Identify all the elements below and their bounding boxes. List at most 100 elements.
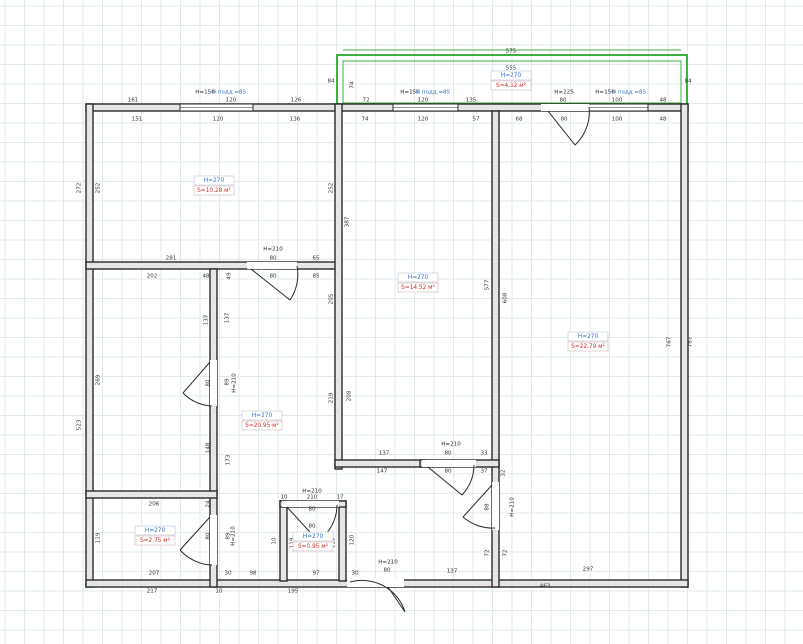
balcony-inner [342,60,682,104]
dimension-label: 206 [149,502,160,508]
dimension-label: 787 [688,336,694,347]
dimension-label: 80 [206,532,212,540]
room-area: S=0.95 м² [298,543,328,550]
wall [85,490,218,499]
room-height: H=270 [303,534,324,540]
opening-label: H=210 [263,247,283,253]
dimension-label: 80 [560,117,568,123]
dimension-label: 523 [77,419,83,430]
room-height: H=270 [501,73,522,79]
dimension-label: 97 [312,571,320,577]
dimension-label: 210 [307,495,318,501]
room-height-box [490,70,532,81]
room-height: H=270 [408,275,429,281]
room-area-box [134,535,176,546]
dimension-label: 120 [350,534,356,545]
door-swing [547,106,590,146]
door-swing [250,265,299,301]
dimension-label: 48 [659,98,667,104]
dimension-label: 80 [206,379,212,387]
wall [209,268,218,588]
opening-label: H=150 [400,90,420,96]
room-area: S=4.12 м² [496,82,526,89]
opening-label-text: H=210 [302,489,322,495]
dimension-label: 147 [377,469,388,475]
dimension-label: 126 [291,98,302,104]
door-gap [247,262,297,269]
dimension-label: 89 [226,532,232,540]
opening-label-text: H=150 [400,90,420,96]
dimension-label: 10 [280,495,288,501]
opening-label: H=210 [231,526,237,546]
dimension-label: 577 [485,279,491,290]
room-height: H=270 [578,334,599,340]
dimension-label: 80 [444,469,452,475]
dimension-label: 120 [418,98,429,104]
dimension-label: 148 [206,442,212,453]
opening-label: H=210 [510,497,516,517]
opening-label-text: H подд.=85 [416,90,451,96]
dimension-label: 205 [329,293,335,304]
dimension-label: 207 [149,571,160,577]
room-height-box [292,531,334,542]
room-area: S=20.95 м² [245,422,279,429]
room-height: H=270 [204,178,225,184]
dimension-label: 252 [96,183,102,194]
opening-label: H=210 [302,489,322,495]
opening-label-text: H=210 [510,497,516,517]
door-gap [210,360,217,406]
dimension-label: 195 [288,589,299,595]
dimension-label: 80 [308,524,316,530]
dimension-label: 110 [331,537,337,548]
dimension-label: 49 [227,272,233,280]
room-height-box [397,272,439,283]
door-swing [179,516,213,566]
dimension-label: 281 [166,256,177,262]
dimension-label: 30 [224,571,232,577]
wall [85,261,341,270]
opening-label-text: H подд.=85 [612,90,647,96]
dimension-label: 173 [226,454,232,465]
dimension-label: 161 [128,98,139,104]
opening-label: H=210 [378,560,398,566]
dimension-label: 120 [226,98,237,104]
dimension-label: 48 [202,274,210,280]
room-area-box [567,341,609,352]
door-gap [210,515,217,565]
dimension-label: 387 [345,216,351,227]
door-gap [422,460,476,467]
opening-label-text: H=225 [554,90,574,96]
opening-label: H подд.=85 [212,90,247,96]
room-height-box [193,175,235,186]
room-area: S=22.79 м² [571,343,605,350]
dimension-label: 120 [418,117,429,123]
opening-label-text: H=210 [378,560,398,566]
dimension-label: 30 [351,571,359,577]
door-swing [349,579,406,613]
dimension-label: 74 [361,117,369,123]
dimension-label: 32 [501,469,507,476]
doors [179,104,590,613]
dimension-label: 72 [503,549,509,556]
room-height-box [134,525,176,536]
dimension-label: 24 [206,500,212,508]
dimension-label: 48 [659,117,667,123]
room-area: S=14.52 м² [401,284,435,291]
door-swing [182,361,213,407]
dimension-label: 84 [684,79,692,85]
opening-label: H=210 [232,373,238,393]
dimension-label: 84 [327,79,335,85]
dimension-label: 17 [336,495,344,501]
room-area: S=2.75 м² [140,537,170,544]
wall [85,103,94,588]
dimension-label: 72 [485,549,491,556]
dimension-label: 85 [312,274,320,280]
wall [334,459,426,468]
dimension-label: 119 [96,532,102,543]
opening-label-text: H=210 [231,526,237,546]
